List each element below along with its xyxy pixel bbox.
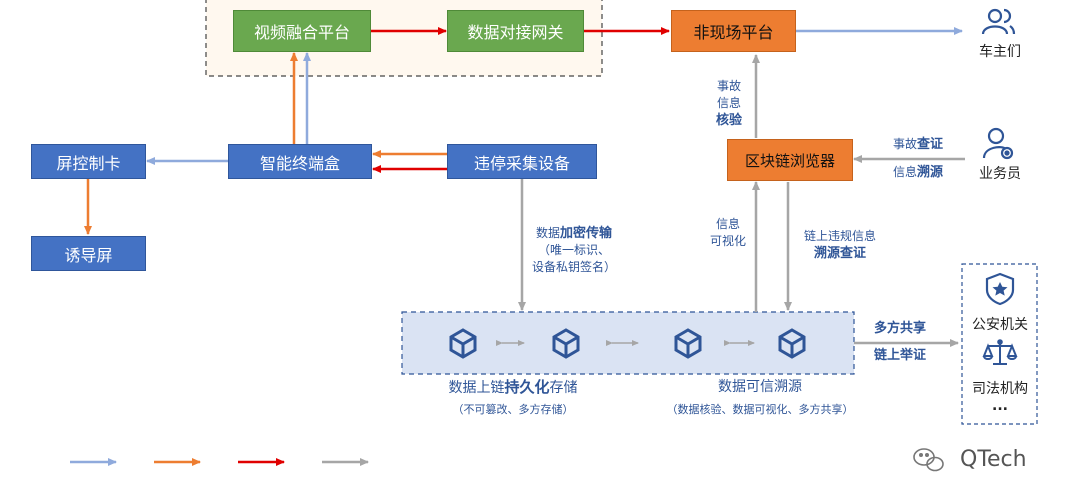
chain-node-icon: [552, 328, 580, 359]
onchain-violation-label: 链上违规信息 溯源查证: [803, 229, 876, 261]
blockchain-browser-node: 区块链浏览器: [727, 139, 853, 181]
onchain-evidence-label: 链上举证: [873, 348, 926, 363]
staff-label: 业务员: [979, 166, 1021, 182]
chain-node-icon: [449, 328, 477, 359]
encrypted-transfer-label: 数据加密传输 （唯一标识、 设备私钥签名）: [531, 226, 616, 274]
owners-label: 车主们: [979, 44, 1021, 60]
video-platform-node: 视频融合平台: [233, 10, 371, 52]
police-label: 公安机关: [972, 317, 1028, 333]
wechat-logo-icon: [913, 448, 944, 472]
accident-query-label: 事故查证: [892, 137, 944, 152]
smart-box-node: 智能终端盒: [228, 144, 372, 179]
offsite-platform-node: 非现场平台: [671, 10, 796, 52]
screen-card-node: 屏控制卡: [31, 144, 146, 179]
accident-verify-label: 事故 信息 核验: [706, 78, 752, 129]
scales-icon: [982, 339, 1018, 365]
judicial-label: 司法机构: [972, 381, 1028, 397]
persistence-subtitle: （不可篡改、多方存储）: [452, 403, 574, 416]
chain-node-icon: [778, 328, 806, 359]
info-visual-label: 信息 可视化: [709, 217, 746, 248]
persistence-title: 数据上链持久化存储: [448, 378, 578, 397]
data-gateway-node: 数据对接网关: [447, 10, 584, 52]
accident-verify-line3: 核验: [715, 113, 742, 128]
more-label: ...: [992, 398, 1008, 414]
staff-gear-icon: [982, 127, 1014, 160]
accident-verify-line2: 信息: [716, 96, 741, 110]
info-trace-label: 信息溯源: [892, 165, 944, 180]
users-icon: [981, 8, 1016, 35]
authority-group-border: [961, 263, 1038, 425]
police-shield-icon: [985, 272, 1015, 306]
trust-trace-subtitle: （数据核验、数据可视化、多方共享）: [666, 403, 854, 416]
guide-screen-node: 诱导屏: [31, 236, 146, 271]
accident-verify-line1: 事故: [716, 79, 741, 93]
multi-share-label: 多方共享: [873, 321, 926, 336]
watermark-text: QTech: [960, 447, 1027, 472]
trust-trace-title: 数据可信溯源: [718, 379, 802, 395]
parking-device-node: 违停采集设备: [447, 144, 597, 179]
chain-node-icon: [674, 328, 702, 359]
